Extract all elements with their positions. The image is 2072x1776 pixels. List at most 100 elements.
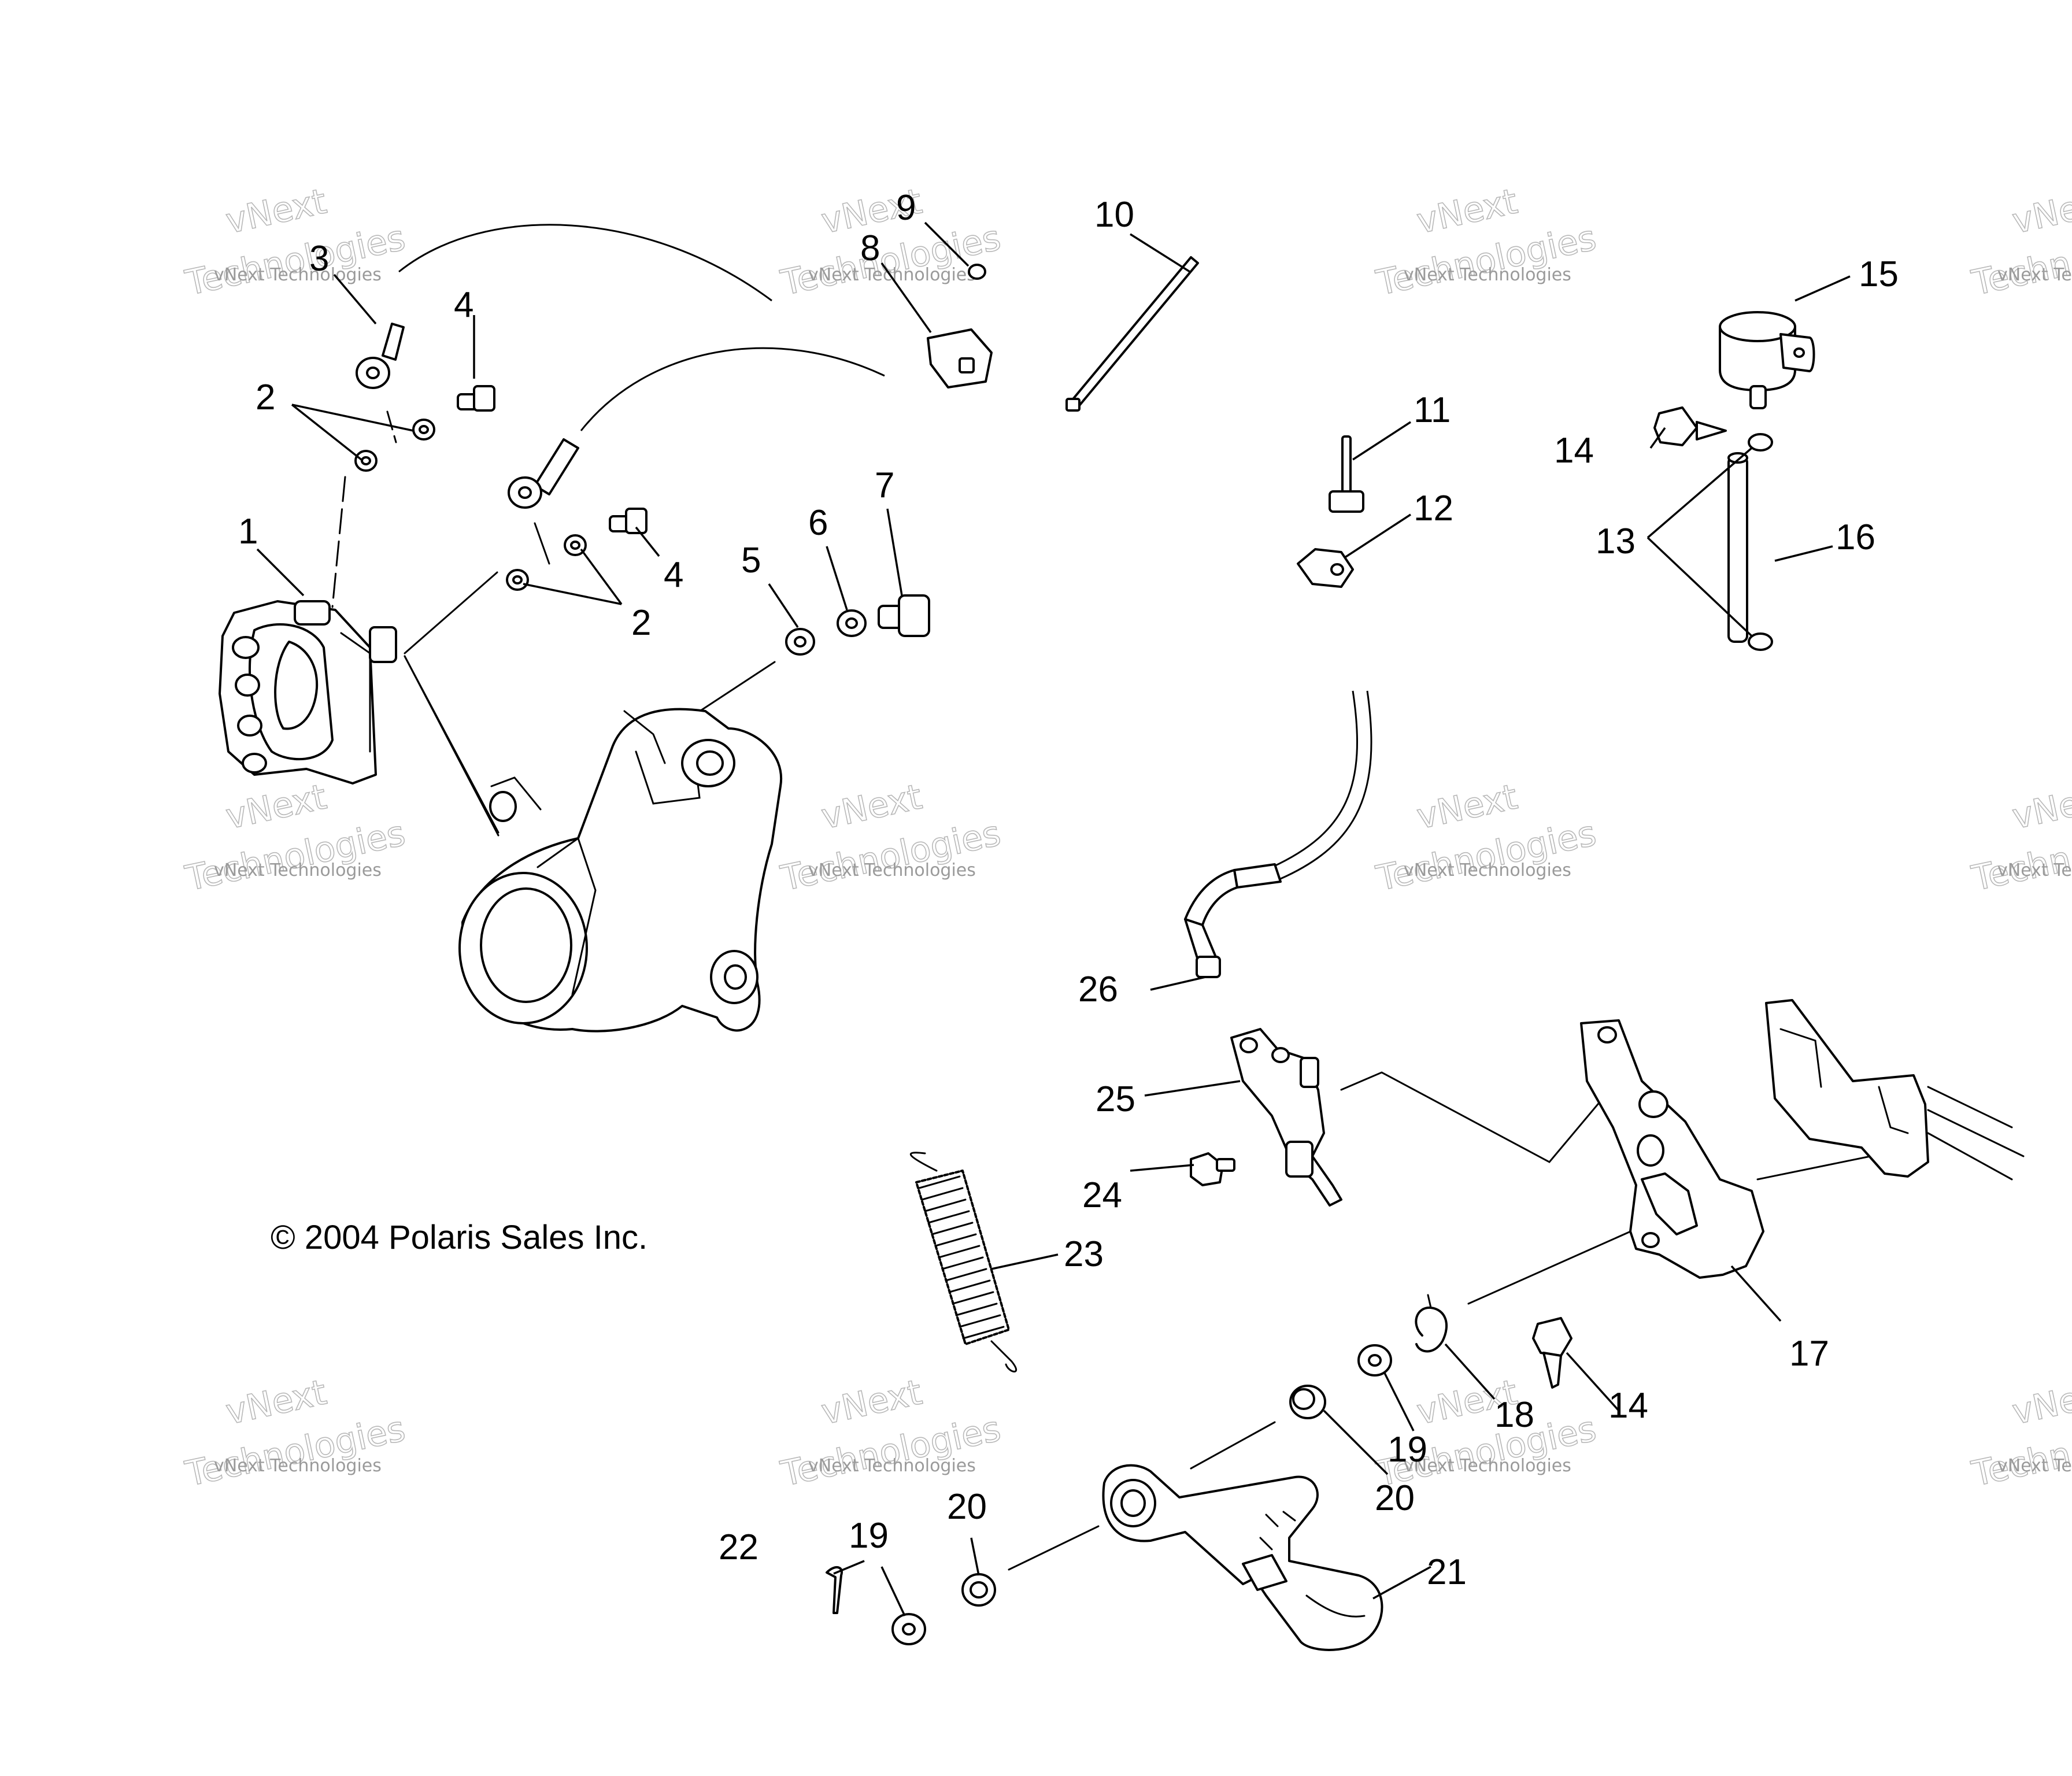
callout-7: 7 bbox=[875, 465, 894, 505]
bushing-20-right bbox=[1289, 1385, 1326, 1419]
watermark-vnext: vNext bbox=[223, 776, 330, 837]
watermark-vnext: vNext bbox=[1414, 181, 1521, 242]
copper-washers bbox=[354, 419, 587, 591]
watermark-vnext: vNext bbox=[1414, 776, 1521, 837]
callout-19: 19 bbox=[849, 1516, 889, 1556]
banjo-bolt-lower bbox=[609, 508, 648, 534]
watermark-technologies: Technologies bbox=[777, 1408, 1004, 1494]
callout-2: 2 bbox=[631, 603, 651, 643]
spring-clip-18 bbox=[1415, 1294, 1448, 1353]
callout-12: 12 bbox=[1414, 489, 1453, 528]
reservoir-hose-16 bbox=[1727, 452, 1748, 643]
cable-tie-10 bbox=[1065, 256, 1199, 412]
watermark-technologies: Technologies bbox=[182, 1408, 409, 1494]
washer-5 bbox=[785, 628, 815, 656]
return-spring-23 bbox=[910, 1152, 1017, 1372]
callout-10: 10 bbox=[1094, 195, 1134, 235]
callout-1: 1 bbox=[238, 512, 258, 552]
callout-25: 25 bbox=[1096, 1079, 1135, 1119]
frame-member bbox=[1765, 999, 2025, 1181]
master-cylinder-25 bbox=[1230, 1028, 1342, 1207]
callout-21: 21 bbox=[1427, 1552, 1467, 1592]
hub-housing bbox=[458, 708, 783, 1033]
callout-26: 26 bbox=[1078, 970, 1118, 1009]
watermark-small: vNext Technologies bbox=[1404, 1456, 1571, 1476]
bolt-14-upper bbox=[1653, 406, 1727, 446]
washer-19-left bbox=[891, 1613, 926, 1645]
watermark-small: vNext Technologies bbox=[214, 265, 382, 285]
washer-19-right bbox=[1357, 1344, 1392, 1377]
mounting-bracket-17 bbox=[1580, 1019, 1764, 1279]
callout-11: 11 bbox=[1414, 390, 1451, 430]
line-clamp-12 bbox=[1297, 548, 1354, 588]
watermark-small: vNext Technologies bbox=[214, 1456, 382, 1476]
callout-20: 20 bbox=[947, 1487, 987, 1527]
brake-line-lower bbox=[1271, 690, 1372, 880]
watermark-technologies: Technologies bbox=[1372, 813, 1600, 899]
lock-washer-6 bbox=[837, 609, 867, 637]
watermark-vnext: vNext bbox=[2009, 181, 2072, 242]
callout-15: 15 bbox=[1859, 254, 1899, 294]
bolt-24 bbox=[1190, 1152, 1235, 1186]
callout-16: 16 bbox=[1836, 517, 1875, 557]
watermark-technologies: Technologies bbox=[777, 813, 1004, 899]
watermark-vnext: vNext bbox=[2009, 776, 2072, 837]
watermark-small: vNext Technologies bbox=[808, 1456, 976, 1476]
watermark-small: vNext Technologies bbox=[214, 860, 382, 880]
callout-14: 14 bbox=[1608, 1386, 1648, 1426]
watermark-technologies: Technologies bbox=[777, 217, 1004, 304]
callout-5: 5 bbox=[741, 541, 761, 580]
bolt-7 bbox=[878, 594, 930, 637]
callout-9: 9 bbox=[896, 188, 916, 228]
banjo-bolt-upper bbox=[457, 385, 495, 412]
callout-8: 8 bbox=[860, 228, 880, 268]
watermark-small: vNext Technologies bbox=[1404, 860, 1571, 880]
watermark-technologies: Technologies bbox=[182, 813, 409, 899]
banjo-fitting-upper bbox=[356, 323, 405, 389]
callout-18: 18 bbox=[1494, 1395, 1534, 1435]
watermark-technologies: Technologies bbox=[1372, 217, 1600, 304]
watermark-vnext: vNext bbox=[223, 181, 330, 242]
callout-14: 14 bbox=[1554, 431, 1594, 471]
callout-24: 24 bbox=[1082, 1175, 1122, 1215]
callout-20: 20 bbox=[1375, 1478, 1415, 1518]
callout-3: 3 bbox=[309, 239, 329, 279]
bushing-20-left bbox=[961, 1573, 996, 1607]
brake-line-fitting-26 bbox=[1184, 863, 1282, 978]
watermark-vnext: vNext bbox=[223, 1372, 330, 1433]
callout-22: 22 bbox=[719, 1527, 758, 1567]
brake-pedal-21 bbox=[1102, 1464, 1383, 1651]
brake-hose-upper bbox=[398, 224, 885, 431]
watermark-small: vNext Technologies bbox=[1997, 265, 2072, 285]
screw-9 bbox=[968, 264, 986, 280]
callout-19: 19 bbox=[1388, 1430, 1427, 1470]
copyright-notice: © 2004 Polaris Sales Inc. bbox=[271, 1219, 648, 1256]
hose-clip-8 bbox=[927, 328, 993, 388]
hose-clamp-top bbox=[1748, 433, 1773, 452]
leader-lines bbox=[256, 221, 1851, 1616]
callout-17: 17 bbox=[1789, 1334, 1829, 1374]
watermark-small: vNext Technologies bbox=[1997, 1456, 2072, 1476]
watermark-small: vNext Technologies bbox=[808, 265, 976, 285]
watermark-vnext: vNext bbox=[2009, 1372, 2072, 1433]
hose-clamp-bottom bbox=[1748, 632, 1773, 651]
callout-4: 4 bbox=[664, 555, 683, 595]
watermark-vnext: vNext bbox=[818, 776, 926, 837]
brake-fluid-reservoir bbox=[1719, 311, 1815, 409]
watermark-technologies: Technologies bbox=[182, 217, 409, 304]
bolt-14-lower bbox=[1532, 1317, 1572, 1389]
assembly-lines bbox=[331, 410, 1886, 1571]
watermark-vnext: vNext bbox=[818, 1372, 926, 1433]
watermark-small: vNext Technologies bbox=[1404, 265, 1571, 285]
rivet-11 bbox=[1329, 435, 1364, 513]
banjo-fitting-lower bbox=[508, 438, 579, 509]
callout-2: 2 bbox=[256, 378, 275, 417]
callout-6: 6 bbox=[808, 503, 828, 543]
callout-23: 23 bbox=[1064, 1234, 1104, 1274]
watermark-small: vNext Technologies bbox=[808, 860, 976, 880]
brake-caliper bbox=[219, 600, 397, 785]
callout-13: 13 bbox=[1596, 521, 1636, 561]
watermark-small: vNext Technologies bbox=[1997, 860, 2072, 880]
callout-4: 4 bbox=[454, 285, 473, 325]
